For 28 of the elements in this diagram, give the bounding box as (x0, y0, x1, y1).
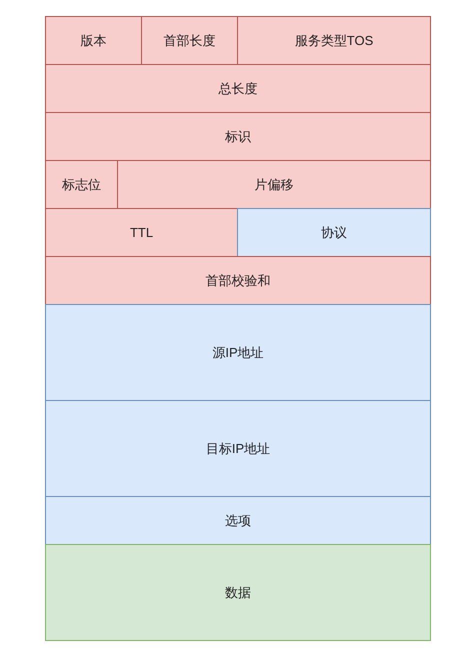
field-box (45, 496, 431, 545)
field-box (45, 256, 431, 305)
field-label: 总长度 (218, 80, 258, 98)
field-label: 源IP地址 (212, 344, 264, 362)
field-label: TTL (130, 225, 154, 240)
field-label: 标识 (225, 128, 251, 146)
field-label: 服务类型TOS (294, 32, 374, 50)
field-box (237, 16, 431, 65)
field-box (45, 160, 118, 209)
field-box (237, 208, 431, 257)
field-box (141, 16, 238, 65)
field-label: 版本 (80, 32, 106, 50)
field-box (45, 64, 431, 113)
field-box (45, 208, 238, 257)
field-box (45, 400, 431, 497)
field-box (45, 544, 431, 641)
field-box (45, 304, 431, 401)
field-label: 标志位 (62, 176, 101, 194)
field-label: 片偏移 (254, 176, 294, 194)
field-box (117, 160, 431, 209)
field-label: 数据 (225, 584, 251, 602)
field-box (45, 16, 142, 65)
field-label: 首部长度 (164, 32, 216, 50)
field-label: 选项 (225, 512, 251, 530)
field-label: 目标IP地址 (206, 440, 270, 458)
field-box (45, 112, 431, 161)
field-label: 协议 (321, 224, 347, 242)
field-label: 首部校验和 (206, 272, 270, 290)
